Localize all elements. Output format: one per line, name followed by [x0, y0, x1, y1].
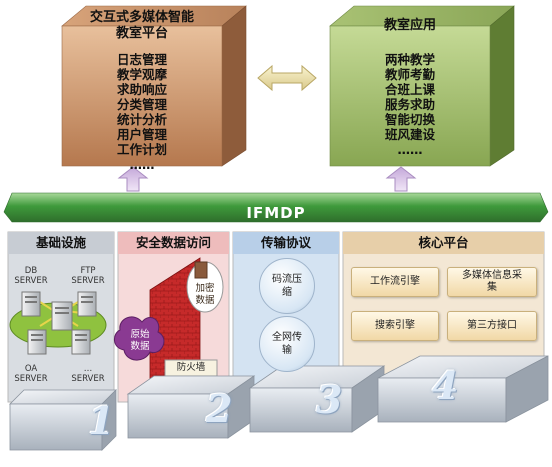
step-number-2: 2	[206, 386, 233, 431]
raw-data-label: 原始数据	[130, 329, 150, 352]
infrastructure-title: 基础设施	[35, 235, 86, 250]
encrypted-data-icon	[186, 261, 224, 313]
left-cube-title-line1: 交互式多媒体智能	[89, 10, 194, 25]
right-cube-text: 教室应用 两种教学 教师考勤 合班上课 服务求助 智能切换 班风建设 ……	[330, 18, 490, 157]
security-title: 安全数据访问	[135, 235, 211, 250]
right-cube-title: 教室应用	[383, 18, 436, 33]
step-number-3: 3	[316, 377, 343, 422]
right-cube-item: 班风建设	[384, 127, 435, 142]
server-icon-oa	[27, 329, 47, 355]
bidirectional-arrow-icon	[257, 64, 317, 92]
left-cube-item: 求助响应	[116, 82, 167, 97]
third-party-interface-box: 第三方接口	[447, 311, 537, 341]
right-cube	[329, 5, 515, 167]
left-cube-item: 工作计划	[116, 142, 167, 157]
left-cube-item: 统计分析	[116, 112, 167, 127]
step-slab-1	[9, 389, 117, 451]
server-icon-center	[51, 301, 73, 331]
server-icon-db	[21, 291, 41, 317]
right-cube-item: 教师考勤	[384, 67, 435, 82]
left-cube-item: 日志管理	[116, 52, 167, 67]
encrypted-data-label: 加密数据	[195, 283, 215, 306]
core-platform-title: 核心平台	[418, 235, 469, 250]
right-cube-item: 两种教学	[384, 52, 435, 67]
network-transport-node: 全网传输	[259, 316, 315, 372]
server-icon-other	[71, 329, 91, 355]
left-cube-text: 交互式多媒体智能 教室平台 日志管理 教学观摩 求助响应 分类管理 统计分析 用…	[62, 10, 222, 172]
left-cube-item: 用户管理	[116, 127, 167, 142]
step-number-4: 4	[432, 363, 459, 408]
left-cube-title-line2: 教室平台	[115, 26, 168, 41]
right-cube-item: 智能切换	[384, 112, 435, 127]
ifmdp-label: IFMDP	[246, 204, 306, 222]
step-slab-2	[126, 375, 256, 439]
right-cube-item: ……	[397, 142, 423, 157]
transport-title: 传输协议	[260, 235, 311, 250]
multimedia-capture-box: 多媒体信息采集	[447, 267, 537, 297]
left-cube-item: ……	[129, 157, 155, 172]
step-number-1: 1	[88, 398, 115, 443]
left-cube	[61, 5, 247, 167]
other-server-label: …SERVER	[71, 364, 105, 384]
raw-data-icon	[114, 316, 165, 361]
server-icon-ftp	[77, 291, 97, 317]
server-cluster	[9, 291, 107, 355]
left-cube-item: 分类管理	[116, 97, 167, 112]
right-cube-item: 合班上课	[384, 82, 435, 97]
ifmdp-band	[3, 192, 549, 223]
up-arrow-icon-left	[117, 166, 149, 192]
stream-compression-node: 码流压缩	[259, 258, 315, 314]
step-slab-4	[377, 355, 549, 423]
workflow-engine-box: 工作流引擎	[351, 267, 439, 297]
right-cube-item: 服务求助	[384, 97, 435, 112]
up-arrow-icon-right	[385, 166, 417, 192]
search-engine-box: 搜索引擎	[351, 311, 439, 341]
firewall-label: 防火墙	[176, 362, 206, 373]
left-cube-item: 教学观摩	[116, 67, 167, 82]
